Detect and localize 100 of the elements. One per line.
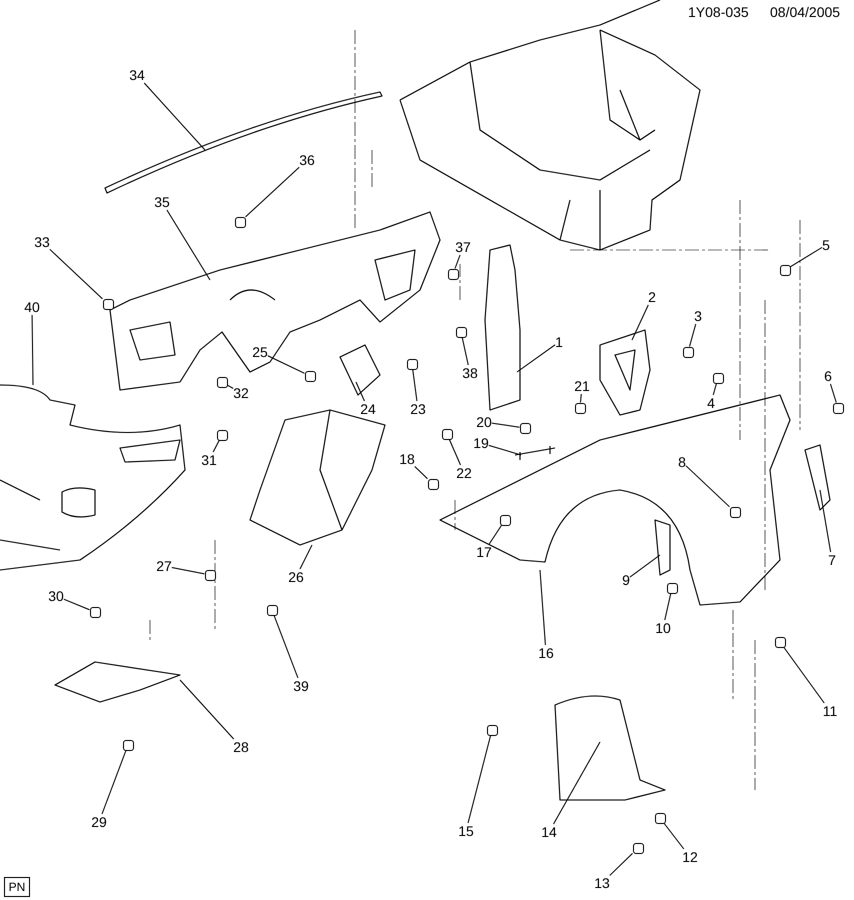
callout-number: 33 [34, 234, 50, 250]
callout-number: 21 [574, 378, 590, 394]
fastener-icon [730, 506, 740, 518]
leader-line [830, 384, 837, 403]
callout-number: 32 [233, 385, 249, 401]
leader-line [632, 304, 649, 340]
fastener-icon [216, 376, 228, 388]
leader-line [49, 248, 103, 300]
fastener-icon [122, 740, 134, 750]
callout-number: 9 [622, 572, 630, 588]
leader-line [63, 598, 90, 610]
callout-number: 15 [458, 823, 474, 839]
leader-line [267, 355, 305, 374]
callout-number: 3 [694, 308, 702, 324]
callout-number: 4 [707, 395, 715, 411]
leader-line [553, 742, 600, 824]
callout-number: 20 [476, 414, 492, 430]
callout-number: 29 [91, 814, 107, 830]
callout-number: 7 [828, 552, 836, 568]
leader-line [664, 823, 684, 850]
leader-line [356, 382, 365, 402]
leader-line [212, 440, 220, 452]
callout-number: 31 [201, 452, 217, 468]
callout-number: 5 [822, 237, 830, 253]
drawing-number-label: 1Y08-035 [688, 4, 749, 20]
callout-number: 25 [252, 344, 268, 360]
callout-number: 19 [473, 435, 489, 451]
callout-number: 39 [293, 678, 309, 694]
leader-line [144, 82, 206, 150]
leader-line [274, 615, 298, 678]
callout-number: 12 [682, 849, 698, 865]
leader-line [300, 544, 312, 570]
callout-number: 24 [360, 401, 376, 417]
leader-line [689, 324, 696, 347]
callout-number: 36 [299, 152, 315, 168]
callout-number: 1 [555, 334, 563, 350]
callout-number: 23 [410, 401, 426, 417]
leader-line [102, 750, 126, 814]
callout-number: 11 [822, 703, 838, 719]
leader-line [629, 554, 660, 578]
leader-line [712, 383, 717, 396]
fastener-icon [832, 402, 844, 414]
fastener-icon [712, 372, 724, 384]
fastener-icon [780, 264, 790, 276]
callout-number: 14 [541, 824, 557, 840]
leader-line [245, 166, 300, 218]
callout-number: 30 [48, 588, 64, 604]
fastener-icon [774, 636, 786, 648]
callout-number: 34 [129, 67, 145, 83]
callout-number: 17 [476, 544, 492, 560]
leader-line [664, 593, 672, 620]
callout-number: 26 [288, 569, 304, 585]
leader-line [491, 422, 520, 428]
leader-line [820, 490, 832, 552]
fastener-icon [90, 606, 100, 618]
callout-number: 28 [233, 739, 249, 755]
leader-line [516, 344, 556, 372]
fastener-icon [486, 724, 498, 736]
fastener-icon [682, 346, 694, 358]
leader-line [414, 466, 428, 480]
fastener-icon [520, 422, 530, 434]
leader-line [166, 210, 210, 280]
fastener-icon [632, 842, 644, 854]
callout-number: 13 [594, 875, 610, 891]
fastener-icon [266, 604, 278, 616]
callout-number: 35 [154, 194, 170, 210]
callout-number: 40 [24, 299, 40, 315]
leader-line [412, 369, 418, 402]
drawing-number-label: 08/04/2005 [770, 4, 840, 20]
leader-line [685, 465, 730, 508]
leader-line [790, 246, 823, 268]
leader-line [609, 852, 633, 876]
callout-number: 6 [824, 368, 832, 384]
callout-number: 38 [462, 365, 478, 381]
leader-line [540, 570, 546, 646]
fastener-icon [500, 514, 510, 526]
fastener-icon [102, 298, 114, 310]
fastener-icon [654, 812, 666, 824]
fastener-icon [574, 402, 586, 414]
leader-line [468, 735, 492, 824]
leader-line [454, 254, 461, 269]
callout-number: 18 [399, 451, 415, 467]
leader-line [488, 444, 522, 456]
leader-line [32, 314, 34, 386]
fastener-icon [448, 268, 458, 280]
leader-line [783, 647, 825, 704]
leader-line [580, 394, 582, 403]
page-tag: PN [4, 877, 30, 897]
callout-number: 16 [538, 645, 554, 661]
fastener-icon [304, 370, 316, 382]
leader-line [448, 439, 461, 466]
leader-line [171, 567, 205, 574]
fastener-icon [216, 430, 228, 440]
fastener-icon [428, 478, 438, 490]
leader-line [227, 384, 234, 389]
callout-number: 37 [455, 239, 471, 255]
fastener-icon [456, 326, 466, 338]
callout-number: 10 [655, 620, 671, 636]
fastener-icon [406, 358, 418, 370]
leader-line [488, 525, 502, 544]
